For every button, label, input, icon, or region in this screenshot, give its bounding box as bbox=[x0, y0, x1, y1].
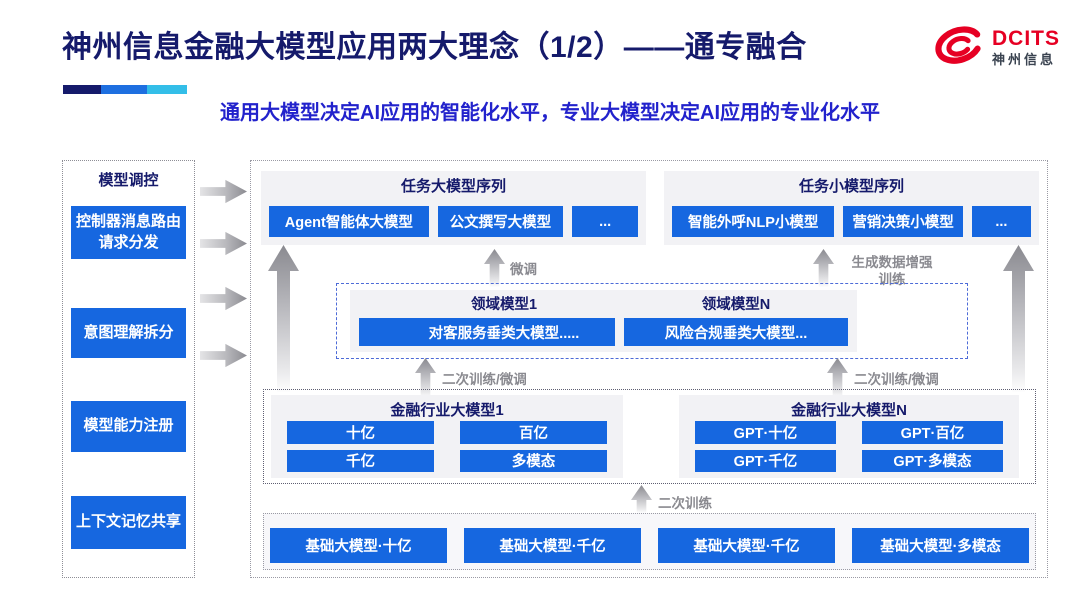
model-architecture-diagram: 任务大模型序列 Agent智能体大模型 公文撰写大模型 ... 任务小模型序列 … bbox=[250, 160, 1048, 578]
slide-subtitle: 通用大模型决定AI应用的智能化水平，专业大模型决定AI应用的专业化水平 bbox=[220, 102, 880, 124]
accent-segment-navy bbox=[63, 85, 101, 94]
model-box-marketing: 营销决策小模型 bbox=[843, 206, 963, 237]
domain-model-container bbox=[336, 283, 968, 359]
gen-data-label-line1: 生成数据增强 bbox=[851, 255, 933, 270]
task-small-model-panel: 任务小模型序列 智能外呼NLP小模型 营销决策小模型 ... bbox=[664, 171, 1039, 245]
model-box-gpt-100b: GPT·千亿 bbox=[695, 449, 836, 472]
model-control-sidebar: 模型调控 控制器消息路由请求分发 意图理解拆分 模型能力注册 上下文记忆共享 bbox=[62, 160, 195, 578]
base-model-box-100b-a: 基础大模型·千亿 bbox=[464, 528, 641, 563]
tall-up-arrow-icon bbox=[268, 245, 299, 392]
retrain-finetune-label-right: 二次训练/微调 bbox=[854, 372, 939, 387]
logo-brand-cn-text: 神州信息 bbox=[992, 51, 1057, 67]
panel-title: 金融行业大模型1 bbox=[390, 402, 504, 419]
base-model-box-1b: 基础大模型·十亿 bbox=[270, 528, 447, 563]
sidebar-item-intent: 意图理解拆分 bbox=[71, 308, 186, 358]
domain-model-n-panel: 领域模型N 风险合规垂类大模型... bbox=[615, 290, 857, 352]
retrain-finetune-label-left: 二次训练/微调 bbox=[442, 372, 527, 387]
sidebar-title: 模型调控 bbox=[98, 172, 159, 189]
accent-segment-blue bbox=[101, 85, 147, 94]
sidebar-item-capability: 模型能力注册 bbox=[71, 401, 186, 452]
panel-title: 领域模型1 bbox=[470, 297, 538, 313]
model-box-multimodal: 多模态 bbox=[460, 449, 607, 472]
model-box-gpt-1b: GPT·十亿 bbox=[695, 421, 836, 444]
page-title: 神州信息金融大模型应用两大理念（1/2）——通专融合 bbox=[62, 31, 807, 64]
base-model-box-100b-b: 基础大模型·千亿 bbox=[658, 528, 835, 563]
model-box-customer-service: 对客服务垂类大模型..... bbox=[359, 318, 649, 346]
up-arrow-icon bbox=[484, 249, 505, 287]
industry-model-1-panel: 金融行业大模型1 十亿 百亿 千亿 多模态 bbox=[271, 395, 623, 478]
model-box-document: 公文撰写大模型 bbox=[437, 206, 564, 237]
task-large-model-panel: 任务大模型序列 Agent智能体大模型 公文撰写大模型 ... bbox=[261, 171, 646, 245]
model-box-ellipsis: ... bbox=[572, 206, 638, 237]
retrain-label: 二次训练 bbox=[658, 496, 712, 511]
base-model-container: 基础大模型·十亿 基础大模型·千亿 基础大模型·千亿 基础大模型·多模态 bbox=[263, 513, 1036, 570]
logo-brand-text: DCITS bbox=[992, 26, 1060, 50]
finetune-label: 微调 bbox=[510, 262, 537, 277]
industry-model-container bbox=[263, 389, 1036, 484]
tall-up-arrow-icon bbox=[1003, 245, 1034, 392]
model-box-10b: 百亿 bbox=[460, 421, 607, 444]
panel-title: 任务大模型序列 bbox=[400, 178, 506, 195]
domain-model-1-panel: 领域模型1 对客服务垂类大模型..... bbox=[350, 290, 658, 352]
panel-title: 领域模型N bbox=[701, 297, 771, 313]
right-arrow-icon bbox=[200, 343, 247, 368]
model-box-ellipsis: ... bbox=[971, 206, 1031, 237]
dcits-logo: DCITS 神州信息 bbox=[932, 20, 1060, 74]
right-arrow-icon bbox=[200, 231, 247, 256]
up-arrow-icon bbox=[631, 485, 652, 513]
title-accent-bar bbox=[63, 85, 187, 94]
model-box-gpt-10b: GPT·百亿 bbox=[862, 421, 1003, 444]
right-arrow-icon bbox=[200, 286, 247, 311]
up-arrow-icon bbox=[813, 249, 834, 287]
sidebar-item-router: 控制器消息路由请求分发 bbox=[71, 206, 186, 259]
panel-title: 金融行业大模型N bbox=[791, 402, 907, 419]
model-box-gpt-multimodal: GPT·多模态 bbox=[862, 449, 1003, 472]
industry-model-n-panel: 金融行业大模型N GPT·十亿 GPT·百亿 GPT·千亿 GPT·多模态 bbox=[679, 395, 1019, 478]
panel-title: 任务小模型序列 bbox=[798, 178, 904, 195]
dcits-swirl-icon bbox=[935, 26, 981, 64]
model-box-1b: 十亿 bbox=[287, 421, 434, 444]
sidebar-item-context: 上下文记忆共享 bbox=[71, 496, 186, 549]
model-box-nlp-call: 智能外呼NLP小模型 bbox=[672, 206, 835, 237]
model-box-agent: Agent智能体大模型 bbox=[269, 206, 429, 237]
right-arrow-icon bbox=[200, 179, 247, 204]
base-model-box-multimodal: 基础大模型·多模态 bbox=[852, 528, 1029, 563]
accent-segment-cyan bbox=[147, 85, 187, 94]
model-box-risk-compliance: 风险合规垂类大模型... bbox=[624, 318, 848, 346]
model-box-100b: 千亿 bbox=[287, 449, 434, 472]
